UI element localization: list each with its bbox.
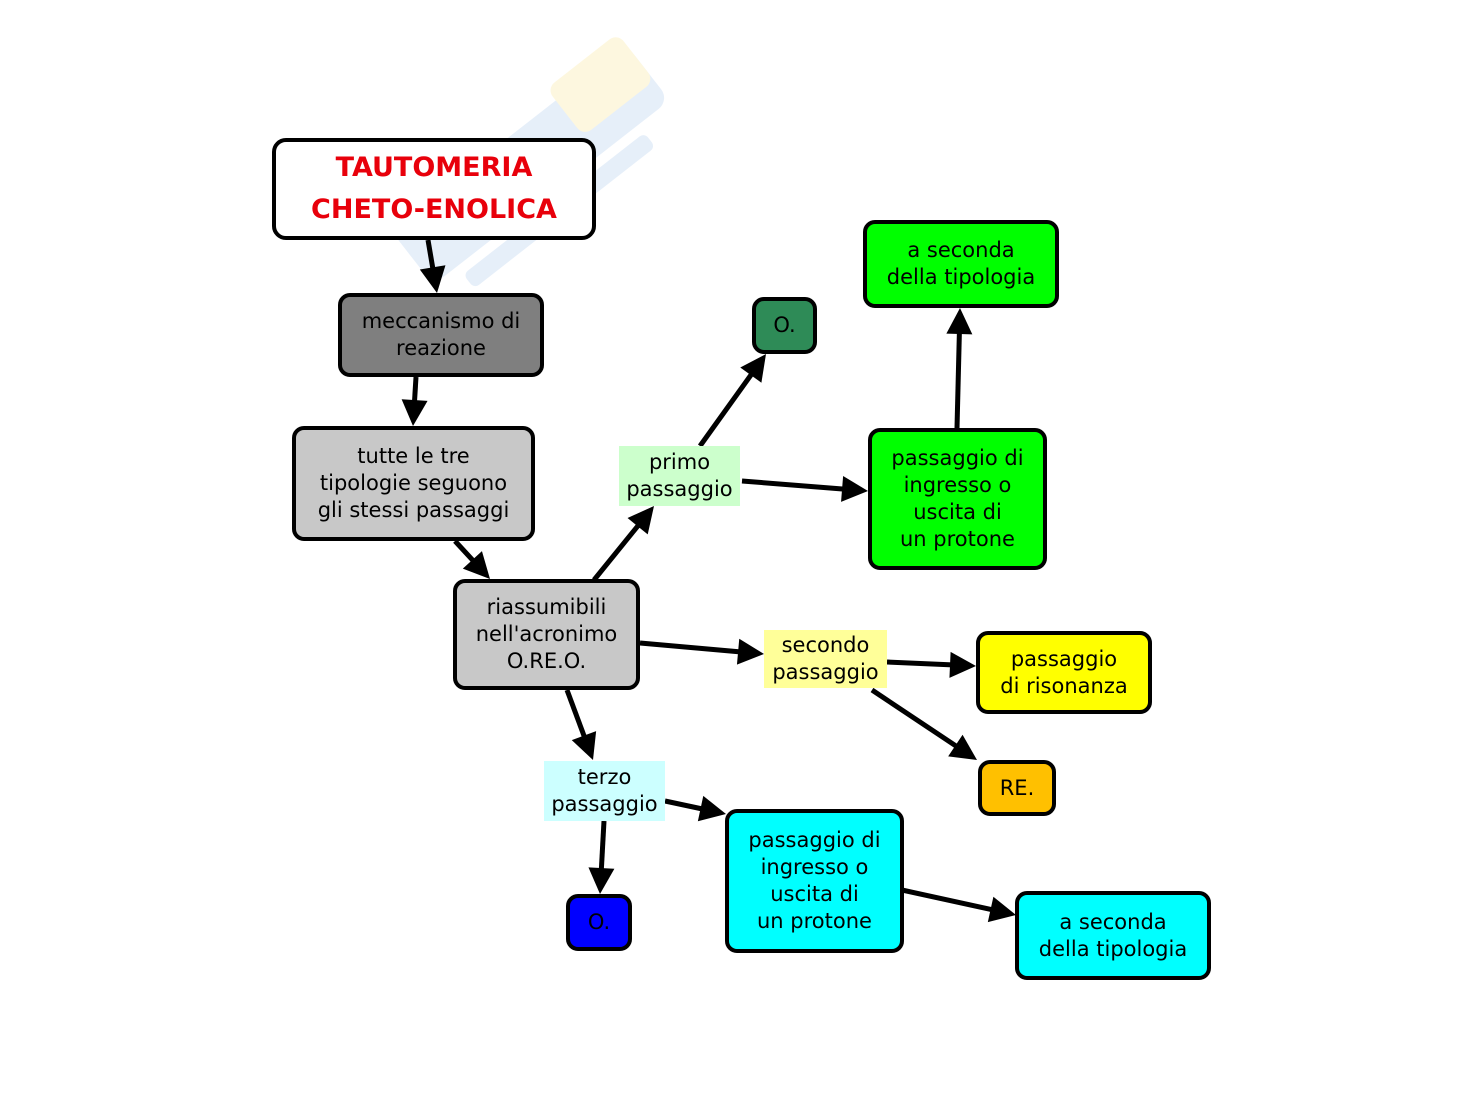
- arrow-primo-to-o-head: [740, 354, 766, 383]
- passaggio-ingresso-green-text: passaggio di ingresso o uscita di un pro…: [891, 446, 1024, 551]
- arrow-title-to-meccanismo-head: [419, 265, 446, 293]
- seconda-top-node: a seconda della tipologia: [863, 220, 1059, 308]
- arrow-terzo-to-cyan: [664, 798, 704, 812]
- o-third-node: O.: [566, 894, 632, 951]
- passaggio-ingresso-cyan-text: passaggio di ingresso o uscita di un pro…: [748, 828, 881, 933]
- seconda-bottom-node: a seconda della tipologia: [1015, 891, 1211, 980]
- arrow-riassumibili-to-secondo: [639, 640, 741, 655]
- arrow-meccanismo-to-tutte: [411, 376, 419, 403]
- arrow-secondo-to-re: [870, 687, 959, 749]
- arrow-green-to-seconda-top: [954, 331, 962, 429]
- primo-passaggio-label: primo passaggio: [619, 446, 740, 506]
- passaggio-ingresso-cyan-node: passaggio di ingresso o uscita di un pro…: [725, 809, 904, 953]
- terzo-passaggio-text: terzo passaggio: [551, 765, 658, 816]
- arrow-riassumibili-to-primo: [592, 523, 641, 582]
- arrow-tutte-to-riassumibili: [453, 539, 476, 564]
- passaggio-risonanza-node: passaggio di risonanza: [976, 631, 1152, 714]
- arrow-riassumibili-to-terzo-head: [571, 731, 597, 760]
- arrow-riassumibili-to-terzo: [564, 689, 587, 739]
- primo-passaggio-text: primo passaggio: [626, 450, 733, 501]
- passaggio-risonanza-text: passaggio di risonanza: [1000, 646, 1128, 698]
- seconda-bottom-text: a seconda della tipologia: [1038, 909, 1188, 961]
- meccanismo-text: meccanismo di reazione: [361, 309, 521, 360]
- arrow-terzo-to-o-head: [588, 867, 615, 894]
- o-third-text: O.: [587, 910, 611, 934]
- tutte-text: tutte le tre tipologie seguono gli stess…: [317, 444, 510, 522]
- secondo-passaggio-text: secondo passaggio: [772, 633, 879, 684]
- title-text: TAUTOMERIA CHETO-ENOLICA: [311, 152, 557, 225]
- arrow-secondo-to-risonanza: [886, 659, 953, 668]
- arrow-tutte-to-riassumibili-head: [462, 551, 490, 579]
- title-box: TAUTOMERIA CHETO-ENOLICA: [272, 138, 596, 240]
- arrow-riassumibili-to-secondo-head: [736, 638, 764, 665]
- meccanismo-node: meccanismo di reazione: [338, 293, 544, 377]
- arrow-meccanismo-to-tutte-head: [401, 399, 428, 426]
- arrow-riassumibili-to-primo-head: [627, 506, 654, 535]
- arrow-terzo-to-o: [598, 820, 607, 871]
- arrow-primo-to-o: [697, 372, 755, 448]
- arrow-secondo-to-re-head: [948, 734, 977, 760]
- arrow-primo-to-green-head: [841, 475, 868, 502]
- terzo-passaggio-label: terzo passaggio: [544, 761, 665, 821]
- riassumibili-node: riassumibili nell'acronimo O.RE.O.: [453, 579, 640, 690]
- seconda-top-text: a seconda della tipologia: [886, 238, 1036, 289]
- arrow-title-to-meccanismo: [425, 239, 436, 270]
- o-first-text: O.: [773, 313, 796, 337]
- arrow-cyan-to-seconda-bottom: [901, 887, 994, 913]
- passaggio-ingresso-green-node: passaggio di ingresso o uscita di un pro…: [868, 428, 1047, 570]
- secondo-passaggio-label: secondo passaggio: [764, 630, 887, 688]
- o-first-node: O.: [752, 297, 817, 354]
- arrow-terzo-to-cyan-head: [697, 795, 726, 822]
- arrow-primo-to-green: [741, 478, 845, 492]
- arrow-secondo-to-risonanza-head: [949, 651, 976, 678]
- re-text: RE.: [999, 775, 1035, 800]
- re-node: RE.: [978, 760, 1056, 816]
- arrow-cyan-to-seconda-bottom-head: [987, 896, 1016, 923]
- tutte-node: tutte le tre tipologie seguono gli stess…: [292, 426, 535, 541]
- arrow-green-to-seconda-top-head: [946, 308, 973, 335]
- riassumibili-text: riassumibili nell'acronimo O.RE.O.: [475, 595, 618, 673]
